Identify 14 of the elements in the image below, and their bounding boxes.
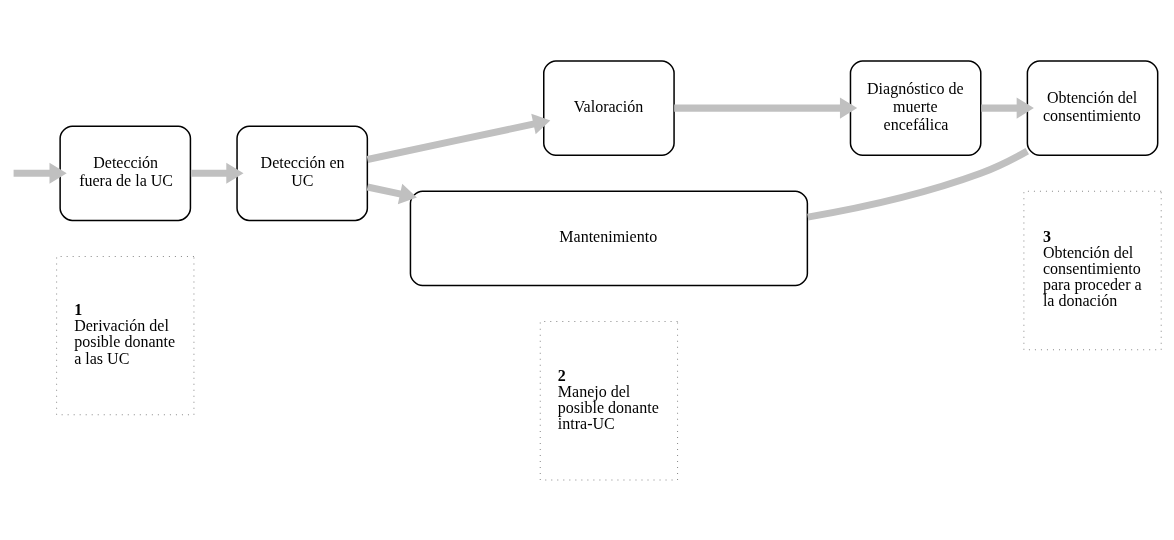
arrow [190,162,244,184]
node-box: Valoración [543,59,675,156]
arrow [13,162,67,184]
connector [807,147,1029,221]
node-box: 3 Obtención del consentimiento para proceder a la donación [1023,190,1162,350]
node-box: Diagnóstico de muerte encefálica [849,59,982,156]
node-box: 2 Manejo del posible donante intra-UC [539,320,679,480]
node-box: 1 Derivación del posible donante a las UC [56,255,195,415]
arrow [366,183,417,204]
node-box: Obtención del consentimiento [1026,59,1159,156]
node-box: Mantenimiento [409,190,809,286]
node-box: Detección en UC [236,124,369,221]
node-box: Detección fuera de la UC [59,124,192,221]
arrow [366,113,551,163]
